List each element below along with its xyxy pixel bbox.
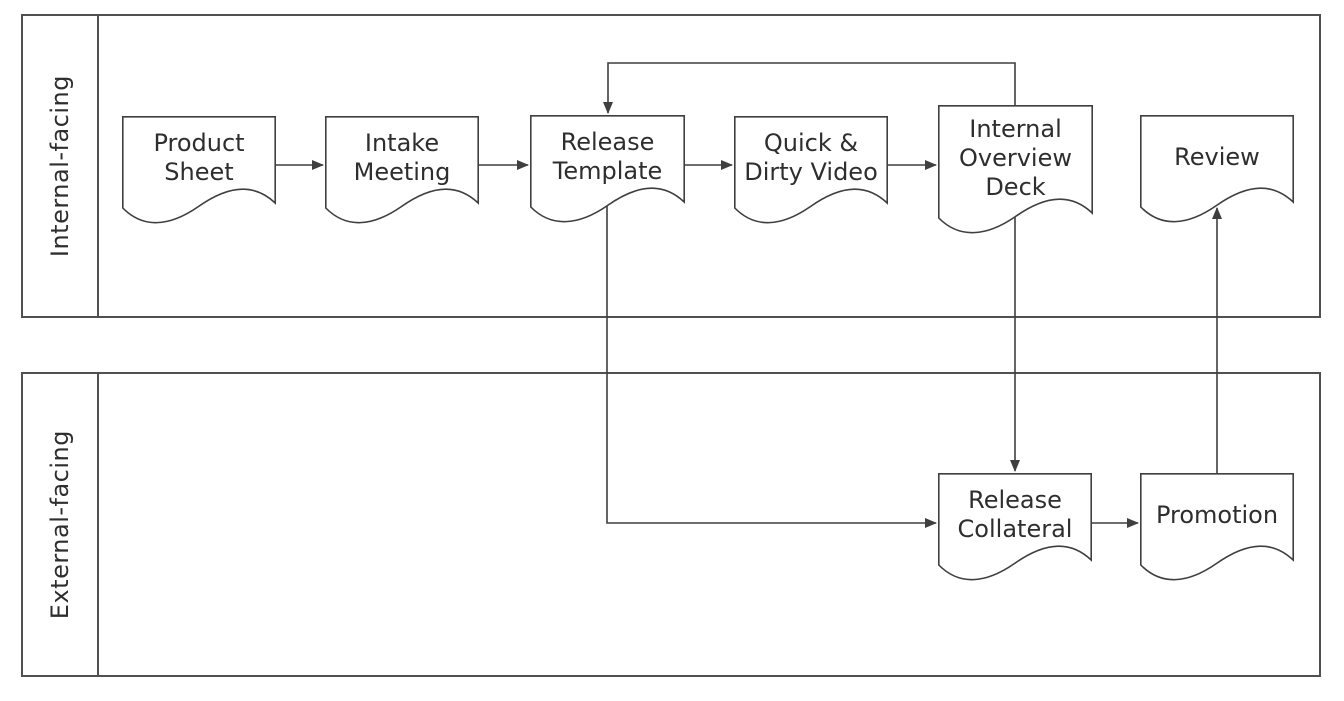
document-shape: [938, 473, 1092, 581]
document-shape: [325, 116, 479, 224]
edge-internal-overview-deck-to-release-template: [603, 62, 1016, 114]
document-shape: [122, 116, 276, 224]
document-shape: [734, 116, 888, 224]
node-intake-meeting: Intake Meeting: [325, 116, 479, 224]
node-internal-overview-deck: Internal Overview Deck: [938, 105, 1093, 234]
document-shape: [1140, 473, 1294, 581]
swimlane-external-label-column: External-facing: [23, 374, 99, 675]
swimlane-external-facing: External-facing: [21, 372, 1321, 677]
node-promotion: Promotion: [1140, 473, 1294, 581]
swimlane-internal-label-column: Internal-facing: [23, 16, 99, 316]
node-review: Review: [1140, 115, 1294, 223]
document-shape: [938, 105, 1093, 234]
document-shape: [1140, 115, 1294, 223]
document-shape: [530, 115, 685, 223]
node-release-template: Release Template: [530, 115, 685, 223]
node-release-collateral: Release Collateral: [938, 473, 1092, 581]
node-product-sheet: Product Sheet: [122, 116, 276, 224]
edge-release-template-to-release-collateral: [606, 202, 937, 528]
swimlane-internal-facing: Internal-facing: [21, 14, 1321, 318]
node-quick-dirty-video: Quick & Dirty Video: [734, 116, 888, 224]
